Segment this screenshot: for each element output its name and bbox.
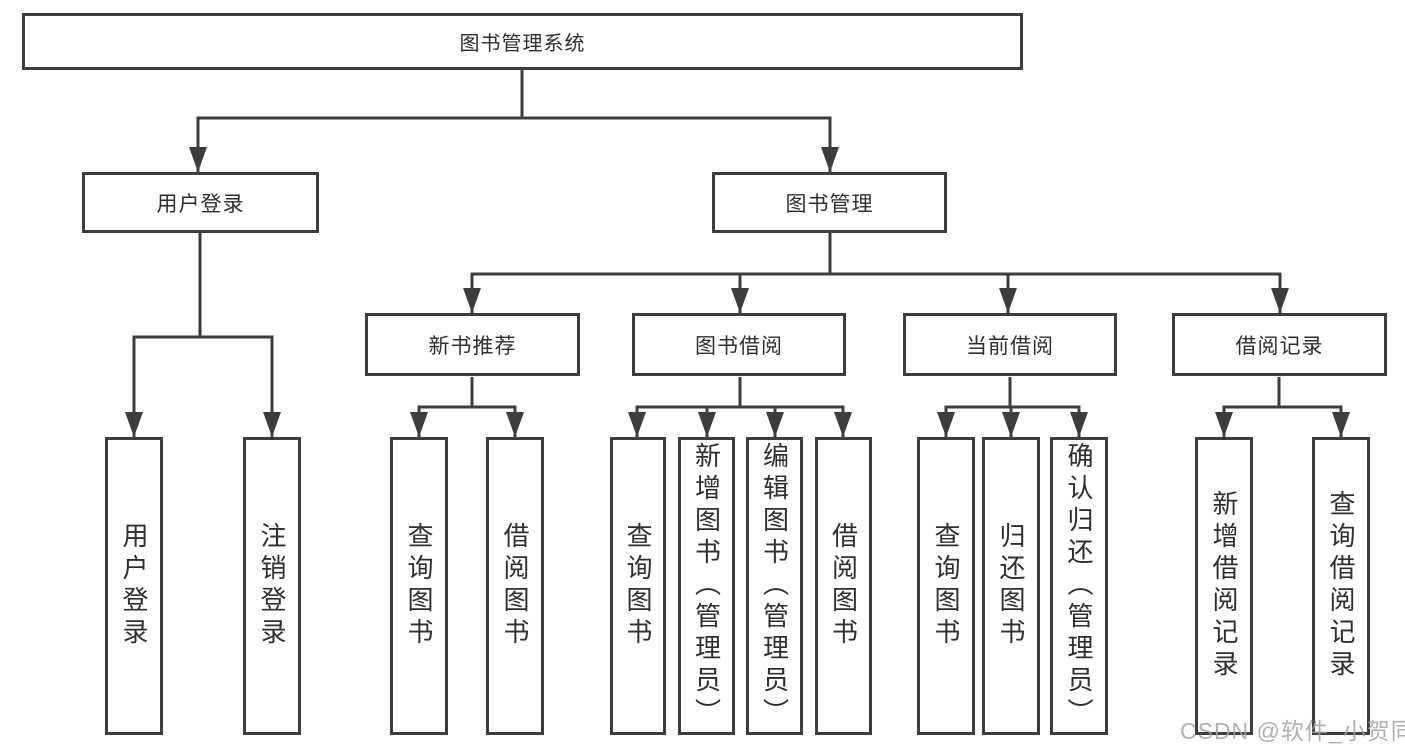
node-label: 图书借阅 [695,334,783,358]
leaf-label: 查询图书 [931,522,961,650]
node-label: 新书推荐 [428,334,517,358]
node-label: 用户登录 [156,192,245,216]
node-new-book-recommend: 新书推荐 [365,313,580,376]
node-user-login: 用户登录 [82,172,319,233]
node-label: 图书管理 [785,192,874,216]
leaf-label: 用户登录 [119,522,149,650]
leaf-query-books-1: 查询图书 [390,437,448,735]
node-book-management: 图书管理 [712,172,947,233]
leaf-label: 注销登录 [257,522,287,650]
leaf-label: 新增借阅记录 [1209,490,1239,682]
leaf-label: 新增图书（管理员） [691,442,722,730]
leaf-label: 编辑图书（管理员） [759,442,790,730]
leaf-label: 归还图书 [996,522,1026,650]
csdn-watermark: CSDN @软件_小贺同学 [1180,718,1405,744]
leaf-query-books-2: 查询图书 [610,437,666,735]
leaf-user-login: 用户登录 [105,437,163,735]
node-borrow-records: 借阅记录 [1172,313,1387,376]
leaf-borrow-books-2: 借阅图书 [815,437,872,735]
leaf-edit-books-admin: 编辑图书（管理员） [746,437,803,735]
node-current-borrow: 当前借阅 [903,313,1117,376]
leaf-add-books-admin: 新增图书（管理员） [678,437,735,735]
leaf-query-books-3: 查询图书 [917,437,975,735]
leaf-return-books: 归还图书 [982,437,1040,735]
leaf-label: 借阅图书 [828,522,859,650]
node-label: 借阅记录 [1235,334,1324,358]
leaf-label: 查询图书 [404,522,434,650]
leaf-add-borrow-record: 新增借阅记录 [1195,437,1253,735]
leaf-borrow-books-1: 借阅图书 [486,437,544,735]
node-root: 图书管理系统 [22,13,1023,70]
arrow-down-icons [125,147,1350,437]
leaf-label: 查询借阅记录 [1326,490,1356,682]
leaf-confirm-return-admin: 确认归还（管理员） [1050,437,1108,735]
node-label: 图书管理系统 [459,33,586,55]
leaf-label: 借阅图书 [500,522,530,650]
leaf-label: 确认归还（管理员） [1064,442,1094,730]
leaf-logout: 注销登录 [243,437,301,735]
tree-edges [132,70,1343,437]
node-label: 当前借阅 [966,334,1054,358]
node-book-borrow: 图书借阅 [632,313,846,376]
leaf-label: 查询图书 [623,522,653,650]
leaf-query-borrow-record: 查询借阅记录 [1312,437,1370,735]
